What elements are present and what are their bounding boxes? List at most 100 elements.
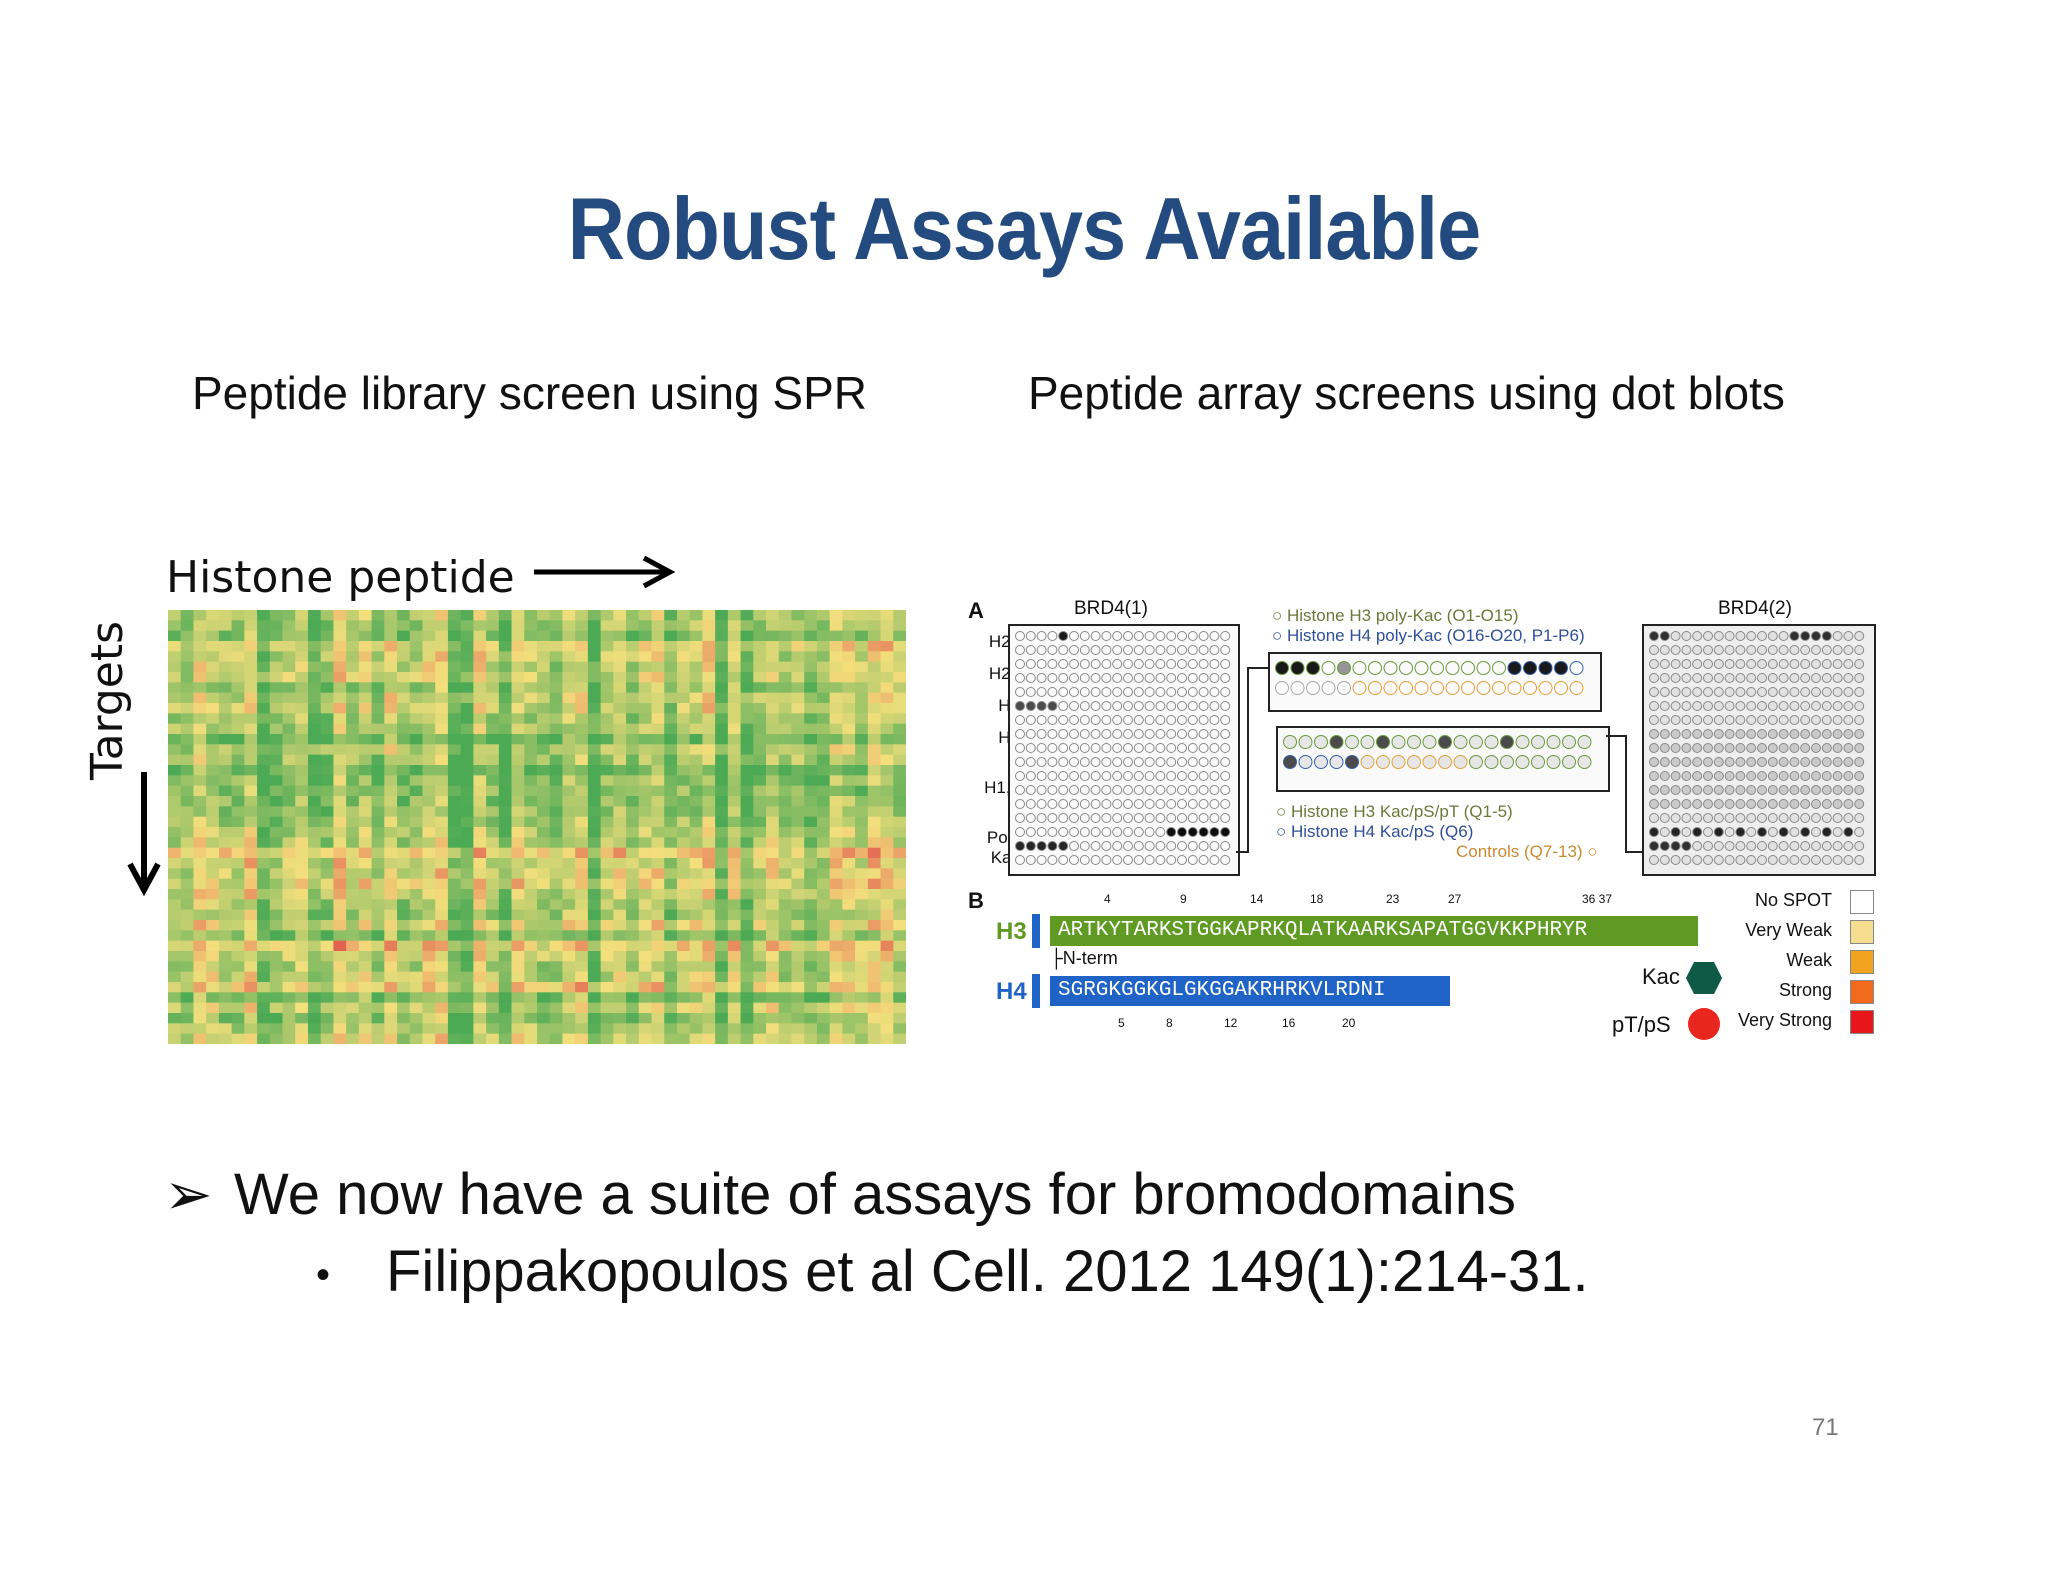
- heatmap-cell: [447, 930, 462, 942]
- heatmap-cell: [180, 1023, 194, 1035]
- heatmap-cell: [282, 610, 296, 621]
- heatmap-cell: [880, 785, 894, 797]
- heatmap-cell: [282, 692, 296, 704]
- heatmap-cell: [893, 1023, 906, 1035]
- heatmap-cell: [587, 951, 602, 962]
- heatmap-cell: [371, 920, 385, 931]
- heatmap-cell: [473, 692, 487, 704]
- heatmap-cell: [498, 744, 512, 756]
- heatmap-cell: [893, 1033, 906, 1044]
- heatmap-cell: [511, 734, 525, 745]
- heatmap-cell: [486, 630, 500, 642]
- blot-spot: [1144, 645, 1155, 655]
- heatmap-cell: [689, 734, 703, 745]
- blot-spot: [1832, 799, 1843, 809]
- blot-spot: [1843, 659, 1854, 669]
- heatmap-cell: [358, 930, 372, 942]
- heatmap-cell: [498, 837, 512, 849]
- n-term-label: ├N-term: [1050, 948, 1118, 968]
- heatmap-cell: [664, 868, 678, 880]
- heatmap-cell: [638, 723, 652, 735]
- heatmap-cell: [180, 661, 194, 673]
- blot-spot: [1133, 729, 1144, 739]
- brd4-1-label: BRD4(1): [1074, 598, 1148, 619]
- heatmap-cell: [295, 610, 309, 621]
- heatmap-cell: [447, 827, 462, 838]
- heatmap-cell: [498, 734, 512, 745]
- blot-spot: [1047, 827, 1058, 837]
- heatmap-cell: [511, 754, 525, 766]
- blot-spot: [1090, 687, 1101, 697]
- heatmap-cell: [435, 1013, 449, 1024]
- heatmap-cell: [855, 785, 869, 797]
- heatmap-cell: [613, 1002, 627, 1014]
- heatmap-cell: [282, 868, 296, 880]
- heatmap-cell: [422, 971, 436, 983]
- blot-spot: [1036, 645, 1047, 655]
- heatmap-cell: [269, 785, 283, 797]
- heatmap-cell: [409, 827, 423, 838]
- heatmap-cell: [537, 858, 551, 869]
- heatmap-cell: [193, 785, 207, 797]
- heatmap-cell: [384, 682, 398, 694]
- blot-spot: [1821, 673, 1832, 683]
- heatmap-cell: [333, 847, 347, 859]
- heatmap-cell: [358, 899, 372, 911]
- heatmap-cell: [435, 765, 449, 776]
- heatmap-cell: [791, 661, 805, 673]
- heatmap-cell: [676, 754, 691, 766]
- blot-spot: [1735, 855, 1746, 865]
- heatmap-cell: [231, 785, 245, 797]
- heatmap-cell: [702, 971, 716, 983]
- heatmap-cell: [524, 744, 538, 756]
- heatmap-cell: [346, 692, 360, 704]
- blot-spot: [1069, 673, 1079, 683]
- heatmap-cell: [549, 909, 563, 921]
- blot-spot: [1735, 743, 1746, 753]
- heatmap-cell: [218, 858, 233, 869]
- heatmap-cell: [702, 723, 716, 735]
- heatmap-cell: [371, 734, 385, 745]
- blot-spot: [1811, 841, 1821, 851]
- heatmap-cell: [562, 703, 576, 714]
- heatmap-cell: [613, 982, 627, 993]
- heatmap-cell: [880, 692, 894, 704]
- heatmap-cell: [587, 661, 602, 673]
- heatmap-cell: [282, 806, 296, 818]
- heatmap-cell: [486, 971, 500, 983]
- heatmap-cell: [206, 1023, 220, 1035]
- heatmap-cell: [422, 961, 436, 973]
- heatmap-cell: [575, 754, 589, 766]
- heatmap-cell: [524, 651, 538, 663]
- heatmap-cell: [435, 1033, 449, 1044]
- heatmap-cell: [397, 847, 411, 859]
- heatmap-cell: [460, 1023, 474, 1035]
- blot-spot: [1015, 813, 1025, 823]
- heatmap-cell: [791, 992, 805, 1004]
- heatmap-cell: [422, 847, 436, 859]
- heatmap-cell: [257, 878, 271, 890]
- heatmap-cell: [816, 661, 831, 673]
- heatmap-cell: [231, 630, 245, 642]
- heatmap-cell: [460, 620, 474, 632]
- blot-spot: [1724, 673, 1735, 683]
- blot-spot: [1177, 715, 1187, 725]
- heatmap-cell: [409, 992, 423, 1004]
- blot-spot: [1800, 841, 1811, 851]
- heatmap-cell: [473, 899, 487, 911]
- legend-swatch: [1850, 1010, 1874, 1034]
- heatmap-cell: [613, 1023, 627, 1035]
- heatmap-cell: [893, 878, 906, 890]
- heatmap-cell: [524, 847, 538, 859]
- dot-blot-figure: A BRD4(1) BRD4(2) H2a H2b H3 H4 H1,4 Pol…: [960, 592, 1880, 1052]
- heatmap-cell: [753, 982, 767, 993]
- heatmap-cell: [180, 672, 194, 683]
- heatmap-cell: [676, 827, 691, 838]
- heatmap-cell: [473, 703, 487, 714]
- heatmap-cell: [193, 610, 207, 621]
- heatmap-cell: [626, 703, 640, 714]
- heatmap-cell: [715, 661, 729, 673]
- heatmap-cell: [358, 940, 372, 952]
- heatmap-cell: [778, 796, 792, 807]
- heatmap-cell: [791, 744, 805, 756]
